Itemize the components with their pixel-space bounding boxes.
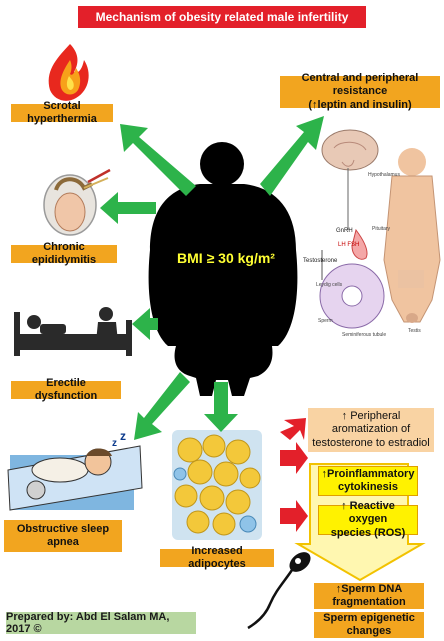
aromatization-line-2: aromatization of	[331, 423, 411, 436]
credit-label: Prepared by: Abd El Salam MA, 2017 ©	[6, 611, 196, 635]
chronic-epididymitis-box: Chronic epididymitis	[11, 241, 117, 266]
ros-line-2: species (ROS)	[330, 526, 406, 539]
epigenetic-line-2: changes	[346, 625, 392, 637]
ros-line-1: ↑ Reactive oxygen	[341, 500, 395, 526]
scrotum-icon	[43, 168, 111, 236]
apnea-line-2: apnea	[47, 536, 79, 548]
adipocytes-icon	[172, 430, 262, 540]
bed-scene-icon	[14, 307, 132, 356]
apnea-line-1: Obstructive sleep	[16, 522, 110, 535]
dna-line-2: fragmentation	[332, 596, 406, 608]
svg-text:z: z	[120, 429, 126, 443]
cytokines-line-1: ↑Proinflammatory	[321, 467, 415, 480]
bmi-label: BMI ≥ 30 kg/m²	[177, 250, 275, 266]
testosterone-label: Testosterone	[303, 258, 338, 264]
resistance-line-1: Central and peripheral resistance	[301, 72, 419, 98]
pituitary-label: Pituitary	[372, 226, 391, 232]
aromatization-box: ↑ Peripheral aromatization of testostero…	[308, 408, 434, 452]
seminiferous-label: Seminiferous tubule	[342, 332, 386, 338]
aromatization-line-1: ↑ Peripheral	[341, 410, 401, 423]
gnrh-label: GnRH	[336, 228, 353, 234]
svg-text:z: z	[112, 438, 117, 449]
cytokines-line-2: cytokinesis	[338, 481, 398, 493]
lh-fsh-label: LH FSH	[338, 242, 359, 248]
sperm-label: Sperm	[318, 318, 333, 324]
resistance-line-2: (↑leptin and insulin)	[308, 98, 412, 111]
leydig-label: Leydig cells	[316, 282, 343, 288]
flame-icon	[48, 44, 89, 101]
sperm-icon	[247, 552, 311, 630]
hypothalamus-label: Hypothalamus	[368, 172, 400, 178]
testis-label: Testis	[408, 328, 421, 334]
red-arrows	[280, 418, 308, 532]
epigenetic-box: Sperm epigenetic changes	[314, 612, 424, 638]
cytokines-box: ↑Proinflammatory cytokinesis	[318, 466, 418, 496]
aromatization-line-3: testosterone to estradiol	[312, 436, 430, 449]
obstructive-sleep-apnea-box: Obstructive sleep apnea	[4, 520, 122, 552]
obese-silhouette	[148, 142, 298, 396]
increased-adipocytes-box: Increased adipocytes	[160, 545, 274, 570]
central-resistance-box: Central and peripheral resistance (↑lept…	[280, 72, 440, 111]
sleeping-man-icon: z z	[7, 429, 143, 511]
green-arrows	[100, 116, 324, 440]
dna-fragmentation-box: ↑Sperm DNA fragmentation	[314, 583, 424, 609]
epigenetic-line-1: Sperm epigenetic	[323, 611, 415, 624]
diagram-title: Mechanism of obesity related male infert…	[78, 6, 366, 28]
ros-box: ↑ Reactive oxygen species (ROS)	[318, 500, 418, 539]
endocrine-axis-diagram: GnRH LH FSH Testosterone Hypothalamus Pi…	[303, 129, 441, 338]
erectile-dysfunction-box: Erectile dysfunction	[11, 377, 121, 402]
dna-line-1: ↑Sperm DNA	[335, 582, 403, 595]
scrotal-hyperthermia-box: Scrotal hyperthermia	[11, 100, 113, 125]
